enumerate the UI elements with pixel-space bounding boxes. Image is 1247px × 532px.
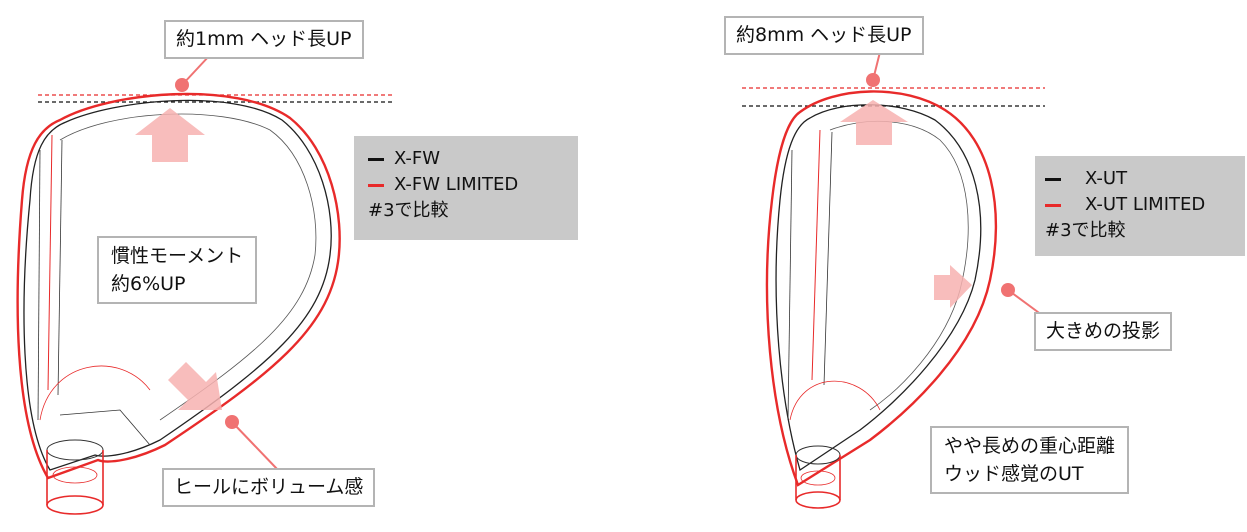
fw-head-length-callout: 約1mm ヘッド長UP [164, 20, 364, 59]
ut-inner-line-black [823, 131, 833, 386]
fw-black-outline [23, 99, 332, 471]
fw-inner-line-red [47, 134, 53, 391]
fw-legend-row-red: X-FW LIMITED [368, 172, 564, 198]
ut-legend-black-label: X-UT [1085, 168, 1128, 189]
ut-face-line [787, 149, 793, 421]
fw-moi-line-1: 慣性モーメント [111, 245, 244, 267]
ut-legend: X-UT X-UT LIMITED #3で比較 [1035, 156, 1245, 256]
fw-heel-connector [231, 421, 279, 471]
ut-up-arrow [840, 100, 908, 145]
fw-head-length-dot [175, 78, 189, 92]
ut-legend-note: #3で比較 [1045, 220, 1126, 241]
ut-projection-dot [1001, 283, 1015, 297]
ut-head-drawing [742, 51, 1047, 509]
fw-toe-arc [39, 365, 151, 421]
ut-legend-row-red: X-UT LIMITED [1045, 192, 1231, 218]
fw-moi-line-2: 約6%UP [111, 273, 186, 295]
ut-cg-callout: やや長めの重心距離 ウッド感覚のUT [930, 426, 1130, 494]
ut-hosel-top [795, 445, 841, 465]
ut-legend-red-label: X-UT LIMITED [1085, 194, 1206, 215]
ut-head-length-callout: 約8mm ヘッド長UP [724, 16, 924, 55]
fw-legend-row-black: X-FW [368, 146, 564, 172]
fw-legend-note: #3で比較 [368, 200, 449, 221]
fw-face-line [37, 149, 41, 421]
ut-cg-line-2: ウッド感覚のUT [944, 463, 1084, 485]
fw-legend-black-swatch [368, 157, 384, 161]
ut-toe-arc [789, 380, 881, 421]
fw-hosel-top [46, 439, 104, 461]
fw-legend: X-FW X-FW LIMITED #3で比較 [354, 136, 578, 240]
ut-head-length-dot [866, 73, 880, 87]
fw-sole-line [59, 409, 151, 446]
ut-legend-red-swatch [1045, 203, 1061, 207]
fw-heel-arrow [168, 362, 222, 410]
fw-heel-dot [225, 415, 239, 429]
ut-projection-arrow [934, 265, 972, 308]
fw-inner-line-black [57, 139, 63, 396]
fw-hosel-bottom [46, 495, 104, 515]
fw-up-arrow [135, 108, 205, 162]
ut-inner-line-red [811, 129, 821, 381]
ut-hosel-inner [800, 470, 836, 486]
ut-black-outline [775, 104, 982, 472]
ut-legend-black-swatch [1045, 177, 1061, 181]
ut-legend-row-black: X-UT [1045, 166, 1231, 192]
fw-moi-callout: 慣性モーメント 約6%UP [97, 236, 258, 304]
ut-hosel-bottom [795, 491, 841, 509]
fw-legend-red-label: X-FW LIMITED [394, 174, 519, 195]
fw-hosel-inner [52, 466, 98, 484]
fw-legend-black-label: X-FW [394, 148, 441, 169]
fw-legend-red-swatch [368, 183, 384, 187]
ut-cg-line-1: やや長めの重心距離 [944, 435, 1116, 457]
ut-projection-callout: 大きめの投影 [1034, 312, 1173, 351]
fw-red-outline [16, 92, 341, 480]
fw-heel-callout: ヒールにボリューム感 [162, 468, 376, 507]
fw-head-drawing [16, 54, 395, 515]
ut-red-outline [765, 90, 998, 487]
ut-inner-line [829, 120, 969, 411]
